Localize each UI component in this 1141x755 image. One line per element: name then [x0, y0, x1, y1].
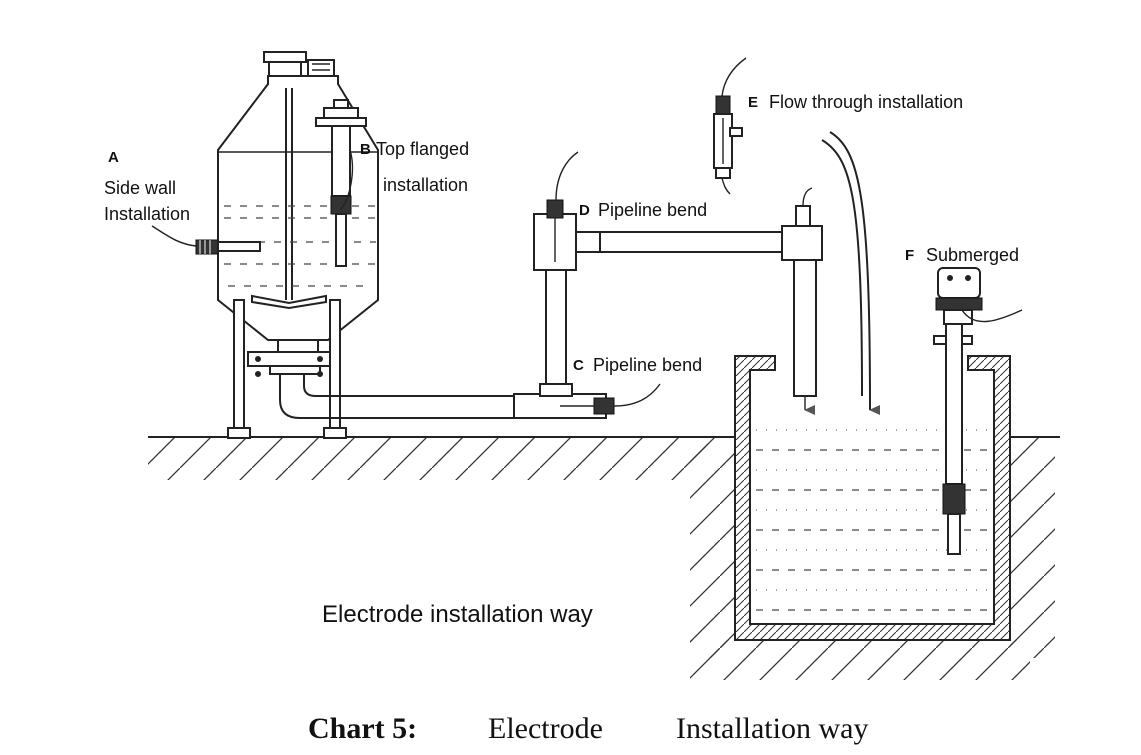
caption-word-1: Electrode	[488, 712, 603, 745]
label-c-letter: C	[573, 357, 584, 374]
label-f-letter: F	[905, 247, 914, 264]
electrode-flow-through	[713, 57, 881, 415]
label-b-letter: B	[360, 141, 371, 158]
label-e-text: Flow through installation	[769, 92, 963, 112]
label-e-letter: E	[748, 94, 758, 111]
electrode-top-flanged	[315, 99, 367, 267]
label-d-letter: D	[579, 202, 590, 219]
label-b-line2: installation	[383, 175, 468, 195]
label-b-line1: Top flanged	[376, 139, 469, 159]
label-c-text: Pipeline bend	[593, 355, 702, 375]
pipeline-riser	[513, 151, 823, 419]
electrode-side-wall	[151, 225, 261, 255]
ground	[148, 436, 1060, 680]
label-f-text: Submerged	[926, 245, 1019, 265]
caption-label: Chart 5:	[308, 712, 417, 745]
label-a-line1: Side wall	[104, 178, 176, 198]
open-tank	[734, 355, 1011, 641]
figure-title: Electrode installation way	[322, 601, 593, 628]
caption-word-2: Installation way	[676, 712, 868, 745]
label-a-letter: A	[108, 149, 119, 166]
label-a-line2: Installation	[104, 204, 190, 224]
label-d-text: Pipeline bend	[598, 200, 707, 220]
outlet-pipe	[279, 374, 520, 419]
electrode-submerged	[933, 267, 1023, 555]
